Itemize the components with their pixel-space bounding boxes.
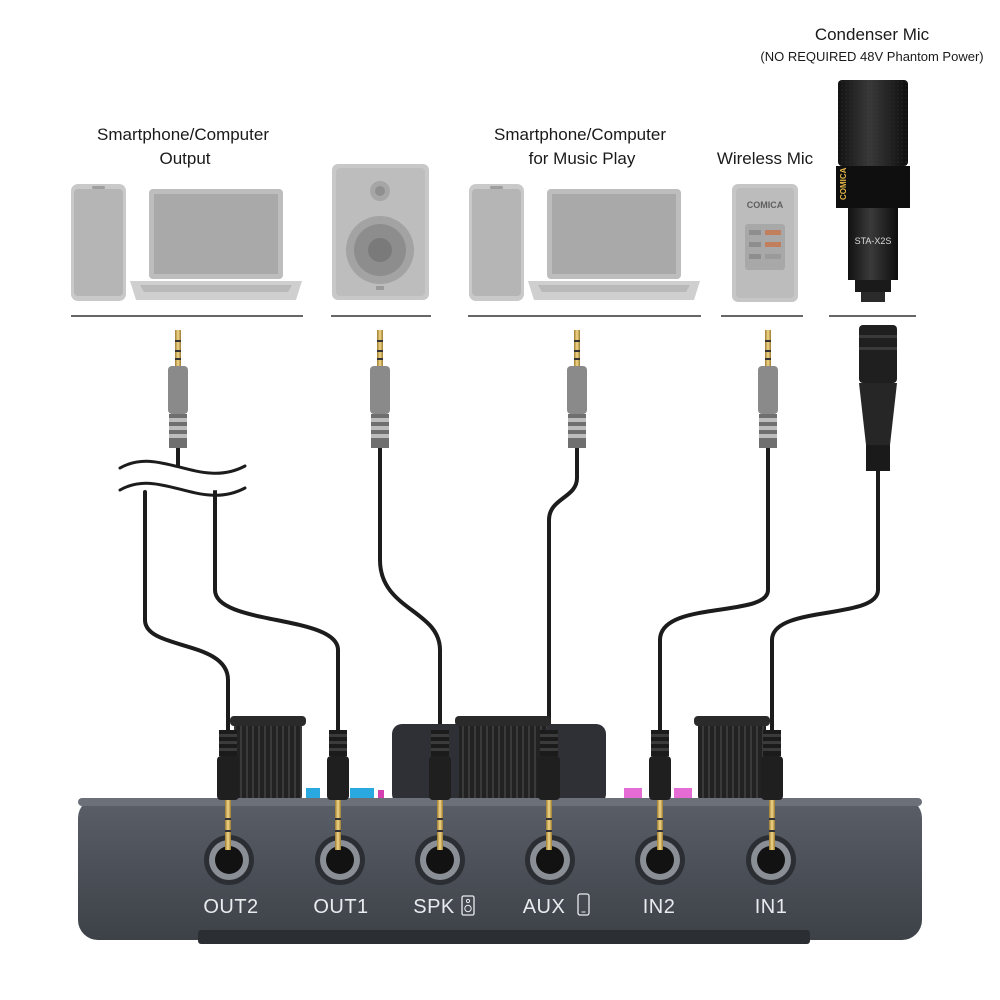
wireless-mic-brand: COMICA — [747, 200, 784, 210]
port-aux[interactable] — [525, 835, 575, 885]
port-label-in1: IN1 — [755, 896, 788, 918]
xlr-connector — [859, 325, 897, 471]
knob-right — [698, 716, 766, 802]
condenser-mic-illustration: COMICA STA-X2S — [836, 80, 910, 302]
condenser-mic-note: (NO REQUIRED 48V Phantom Power) — [760, 49, 983, 64]
speaker-illustration — [332, 164, 429, 300]
music-device-label-line2: for Music Play — [529, 149, 636, 168]
cable-in2 — [658, 446, 770, 732]
port-label-aux: AUX — [523, 896, 566, 918]
plug-aux-top — [567, 330, 587, 448]
music-device-illustration — [469, 184, 700, 301]
output-device-illustration — [71, 184, 302, 301]
plug-spk-bottom — [429, 730, 451, 850]
interface-knobs — [230, 716, 770, 804]
condenser-mic-brand: COMICA — [839, 167, 848, 200]
cable-in1 — [770, 468, 880, 732]
port-label-out2: OUT2 — [203, 896, 258, 918]
plug-spk-top — [370, 330, 390, 448]
knob-left — [234, 716, 302, 802]
port-out1[interactable] — [315, 835, 365, 885]
output-device-label-line2: Output — [159, 149, 210, 168]
port-jacks — [204, 835, 796, 885]
plug-in2-bottom — [649, 730, 671, 850]
plug-out-top — [168, 330, 188, 448]
plug-in1-bottom — [761, 730, 783, 850]
smartphone-icon — [71, 184, 126, 301]
phone-icon — [577, 893, 590, 916]
wireless-mic-illustration: COMICA — [732, 184, 798, 302]
bottom-plugs — [217, 730, 783, 850]
top-plugs — [168, 325, 897, 471]
wireless-mic-label: Wireless Mic — [717, 149, 814, 168]
cable-out1 — [213, 482, 340, 732]
cable-break-marker — [118, 459, 247, 497]
condenser-mic-label: Condenser Mic — [815, 25, 930, 44]
cable-aux — [547, 446, 579, 732]
plug-wireless-top — [758, 330, 778, 448]
plug-out2-bottom — [217, 730, 239, 850]
output-device-label-line1: Smartphone/Computer — [97, 125, 269, 144]
cable-out2 — [143, 446, 230, 732]
port-in1[interactable] — [746, 835, 796, 885]
port-out2[interactable] — [204, 835, 254, 885]
audio-interface — [78, 798, 922, 944]
port-label-spk: SPK — [413, 896, 455, 918]
smartphone-icon — [469, 184, 524, 301]
cable-spk — [378, 446, 442, 732]
cables — [143, 446, 880, 732]
plug-aux-bottom — [538, 730, 560, 850]
laptop-icon — [528, 189, 700, 300]
knob-center — [459, 716, 547, 804]
port-label-in2: IN2 — [643, 896, 676, 918]
plug-out1-bottom — [327, 730, 349, 850]
speaker-icon — [461, 895, 475, 916]
condenser-mic-model: STA-X2S — [855, 236, 892, 246]
port-spk[interactable] — [415, 835, 465, 885]
music-device-label-line1: Smartphone/Computer — [494, 125, 666, 144]
laptop-icon — [130, 189, 302, 300]
port-labels: OUT2 OUT1 SPK AUX IN2 IN1 — [203, 893, 788, 918]
port-in2[interactable] — [635, 835, 685, 885]
port-label-out1: OUT1 — [313, 896, 368, 918]
